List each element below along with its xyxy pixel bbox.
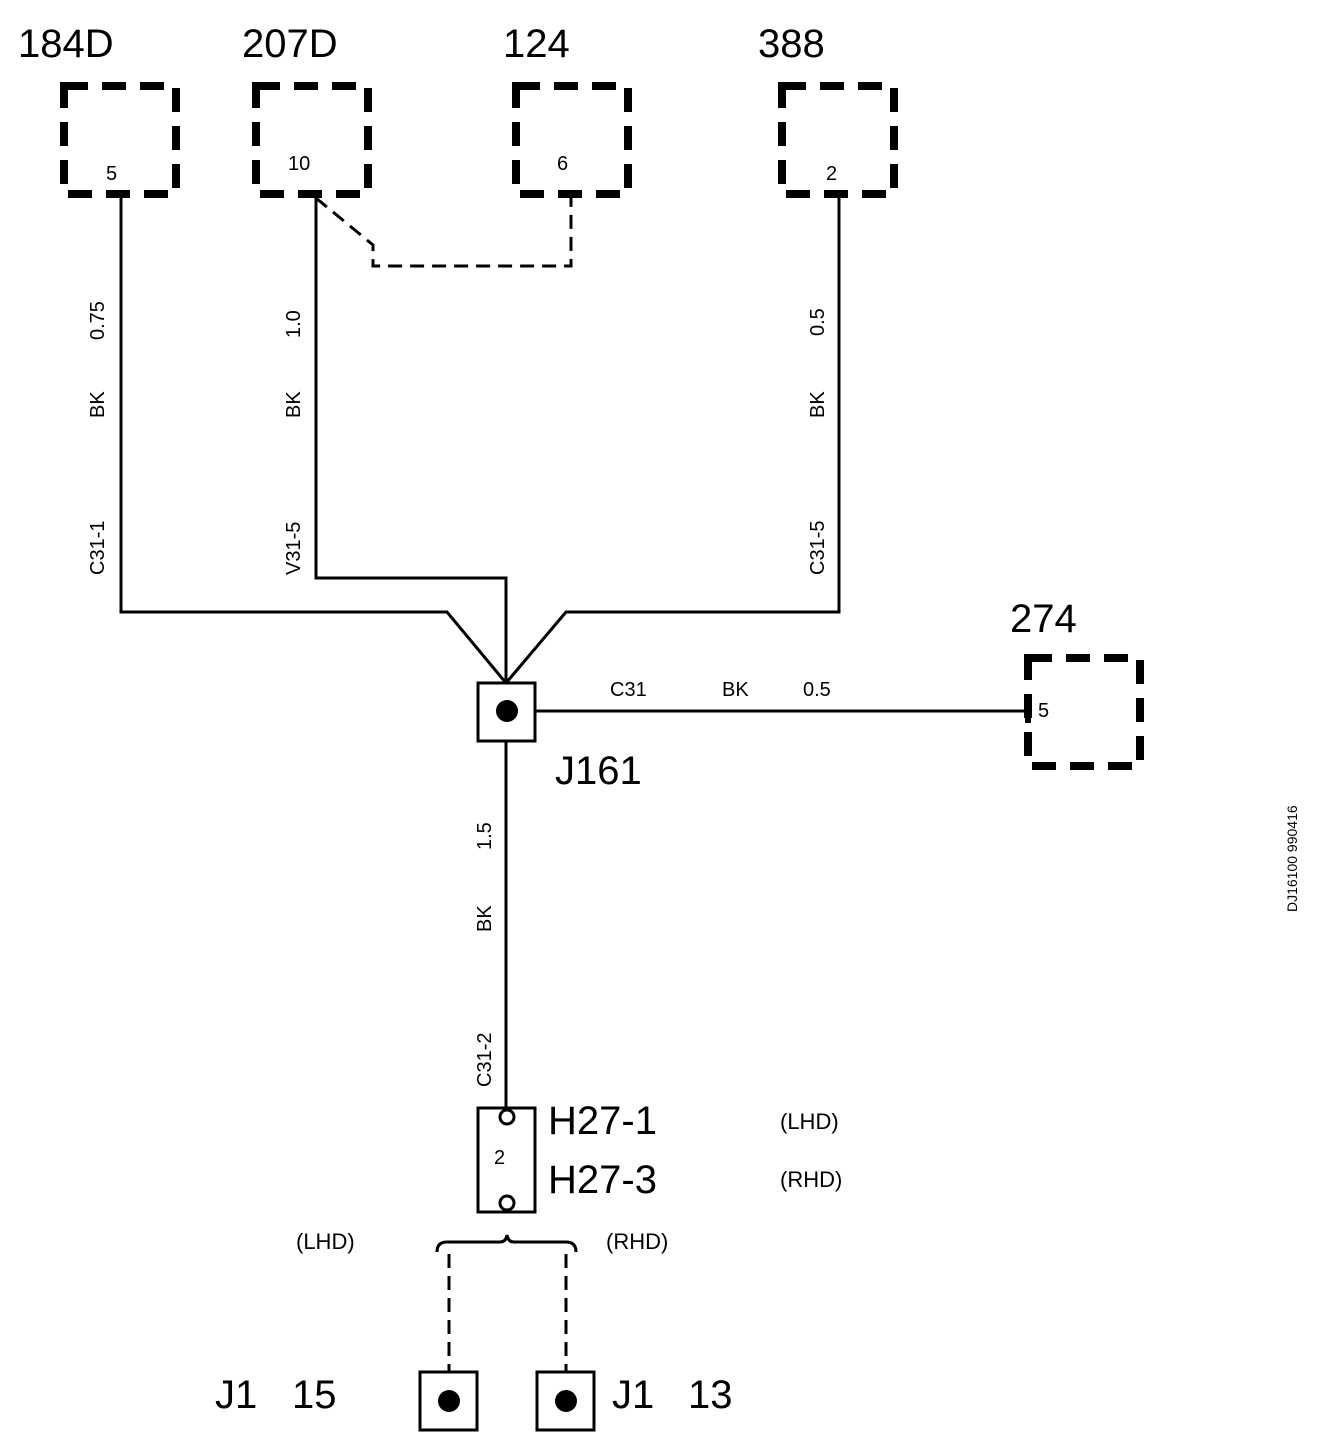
wire-184d-id: C31-1 [87, 521, 109, 575]
wire-388[interactable] [504, 196, 841, 684]
component-274-pin: 5 [1038, 700, 1049, 722]
wire-207d-color: BK [283, 391, 305, 418]
connector-h27-pin: 2 [494, 1147, 505, 1169]
wire-184d-color: BK [87, 391, 109, 418]
component-388-label: 388 [758, 22, 825, 66]
ground-left-num: 15 [292, 1373, 337, 1417]
wire-184d-gauge: 0.75 [87, 301, 109, 340]
dashed-link-207d-124 [315, 196, 573, 268]
wire-207d-gauge: 1.0 [283, 310, 305, 338]
component-207d-label: 207D [242, 22, 338, 66]
wire-down-color: BK [474, 905, 496, 932]
component-124-pin: 6 [557, 153, 568, 175]
wire-388-gauge: 0.5 [807, 308, 829, 336]
connector-h27-pin-bottom [498, 1194, 516, 1212]
component-184d-label: 184D [18, 22, 114, 66]
connector-h27-note-lhd: (LHD) [780, 1109, 839, 1134]
component-184d-box[interactable] [60, 82, 180, 198]
ground-right-num: 13 [688, 1373, 733, 1417]
wire-388-id: C31-5 [807, 521, 829, 575]
ground-j1-13-dot [555, 1390, 577, 1412]
branch-lhd-label: (LHD) [296, 1229, 355, 1254]
ground-left-name: J1 [215, 1373, 257, 1417]
component-388-box[interactable] [778, 82, 898, 198]
wire-274-id: C31 [610, 679, 647, 701]
ground-right-name: J1 [612, 1373, 654, 1417]
splice-j161-dot [496, 700, 518, 722]
wire-274-gauge: 0.5 [803, 679, 831, 701]
splice-j161-label: J161 [555, 749, 642, 793]
wire-388-color: BK [807, 391, 829, 418]
component-184d-pin: 5 [106, 163, 117, 185]
connector-h27-note-rhd: (RHD) [780, 1167, 842, 1192]
drawing-id: DJ16100 990416 [1284, 805, 1300, 912]
component-388-pin: 2 [826, 163, 837, 185]
branch-brace [435, 1234, 578, 1253]
connector-h27-label-1: H27-1 [548, 1099, 657, 1143]
wire-207d-id: V31-5 [283, 522, 305, 575]
wire-274-color: BK [722, 679, 749, 701]
component-207d-pin: 10 [288, 153, 310, 175]
component-274-label: 274 [1010, 597, 1077, 641]
wire-down-id: C31-2 [474, 1033, 496, 1087]
ground-j1-15-dot [438, 1390, 460, 1412]
component-124-label: 124 [503, 22, 570, 66]
wire-207d[interactable] [314, 196, 508, 683]
wire-184d[interactable] [119, 196, 508, 684]
connector-h27-pin-top [498, 1108, 516, 1126]
branch-rhd-label: (RHD) [606, 1229, 668, 1254]
component-207d-box[interactable] [252, 82, 372, 198]
component-124-box[interactable] [512, 82, 632, 198]
wire-down-gauge: 1.5 [474, 822, 496, 850]
connector-h27-label-2: H27-3 [548, 1158, 657, 1202]
